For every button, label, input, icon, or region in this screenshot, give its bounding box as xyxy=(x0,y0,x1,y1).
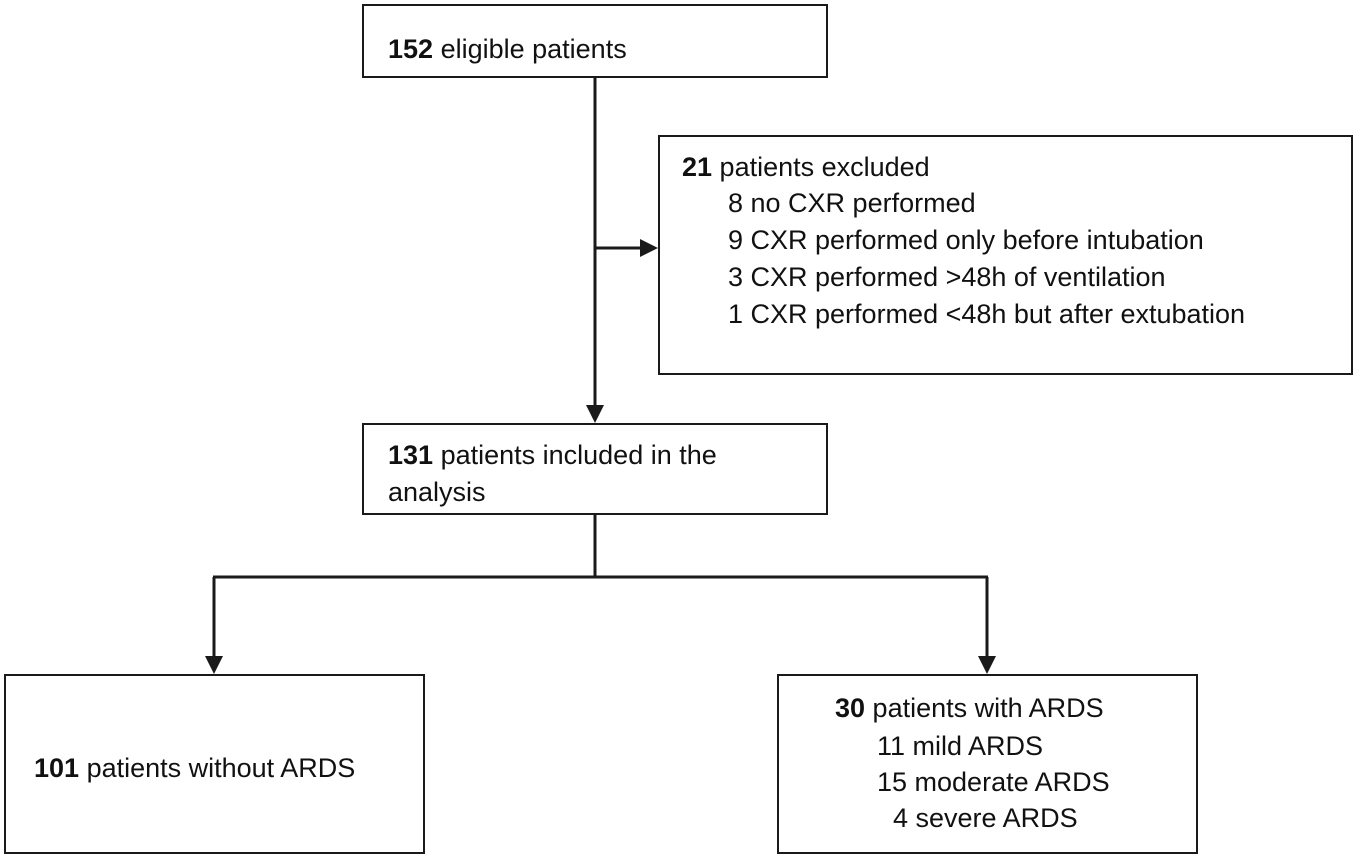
exclusion-reason: 8 no CXR performed xyxy=(728,188,976,218)
exclusion-reason: 9 CXR performed only before intubation xyxy=(728,225,1204,255)
without-ards-count: 101 xyxy=(34,753,80,783)
excluded-label: patients excluded xyxy=(712,152,930,182)
with-ards-count: 30 xyxy=(835,693,866,723)
ards-subgroup-severe: 4 severe ARDS xyxy=(893,803,1078,833)
excluded-heading: 21 patients excluded xyxy=(682,149,930,186)
ards-subgroup-mild: 11 mild ARDS xyxy=(877,731,1044,761)
arrow-down-included xyxy=(586,405,604,423)
included-text: 131 patients included in the analysis xyxy=(388,437,717,511)
included-count: 131 xyxy=(388,440,434,470)
with-ards-heading: 30 patients with ARDS xyxy=(835,690,1104,727)
eligible-label: eligible patients xyxy=(433,34,627,64)
exclusion-reason: 1 CXR performed <48h but after extubatio… xyxy=(728,299,1246,329)
arrow-right-excluded xyxy=(640,239,658,257)
included-patients-box: 131 patients included in the analysis xyxy=(362,423,828,515)
eligible-patients-text: 152 eligible patients xyxy=(388,31,627,68)
arrow-down-ards xyxy=(978,656,996,674)
exclusion-reason: 3 CXR performed >48h of ventilation xyxy=(728,262,1166,292)
ards-subgroup-moderate: 15 moderate ARDS xyxy=(877,767,1110,797)
arrow-down-no-ards xyxy=(205,656,223,674)
eligible-count: 152 xyxy=(388,34,434,64)
with-ards-box: 30 patients with ARDS 11 mild ARDS 15 mo… xyxy=(777,674,1198,854)
included-line-2: analysis xyxy=(388,477,486,507)
eligible-patients-box: 152 eligible patients xyxy=(362,4,828,78)
without-ards-box: 101 patients without ARDS xyxy=(4,674,425,854)
without-ards-label: patients without ARDS xyxy=(79,753,356,783)
exclusion-reasons-list: 8 no CXR performed 9 CXR performed only … xyxy=(728,185,1245,333)
without-ards-text: 101 patients without ARDS xyxy=(34,750,355,787)
included-label: patients included in the xyxy=(433,440,717,470)
excluded-count: 21 xyxy=(682,152,713,182)
included-line-1: 131 patients included in the xyxy=(388,437,717,474)
with-ards-label: patients with ARDS xyxy=(865,693,1104,723)
excluded-patients-box: 21 patients excluded 8 no CXR performed … xyxy=(658,135,1353,375)
